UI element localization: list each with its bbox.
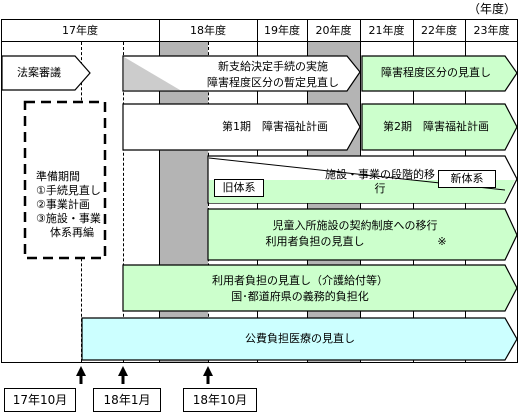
grid-line: [159, 42, 160, 362]
benefit-label-2: 障害程度区分の暫定見直し: [207, 76, 339, 89]
year-label-19: 19年度: [264, 24, 300, 37]
year-label-22: 22年度: [421, 24, 457, 37]
header-divider: [413, 19, 414, 42]
plan-1-arrow: [122, 103, 361, 151]
header-divider: [159, 19, 160, 42]
care-label-1: 利用者負担の見直し（介護給付等）: [212, 274, 388, 287]
legislation-arrow: [1, 55, 91, 91]
benefit-label-1: 新支給決定手続の実施: [218, 60, 328, 73]
old-system-tag: 旧体系: [214, 179, 264, 197]
timeline-area: [1, 41, 518, 363]
medical-label: 公費負担医療の見直し: [245, 332, 355, 345]
guide-18-01: [123, 42, 124, 362]
arrow-up-18-10: [203, 366, 213, 376]
transition-label: 施設・事業の段階的移行: [325, 168, 435, 195]
year-label-17: 17年度: [62, 24, 98, 37]
new-system-tag: 新体系: [438, 170, 496, 188]
year-label-23: 23年度: [473, 24, 510, 37]
benefit-arrow: [122, 55, 361, 92]
prep-item-2: ②事業計画: [36, 198, 90, 211]
legislation-label: 法案審議: [17, 66, 61, 79]
plan-2-arrow: [361, 103, 518, 151]
prep-item-3: ③施設・事業: [36, 212, 101, 225]
arrow-up-18-01: [118, 366, 128, 376]
child-arrow: [207, 208, 518, 261]
prep-item-1: ①手続見直し: [36, 184, 101, 197]
care-arrow: [122, 264, 518, 312]
date-18-01: 18年1月: [93, 388, 161, 412]
year-label-21: 21年度: [368, 24, 405, 37]
benefit-next-label: 障害程度区分の見直し: [381, 66, 491, 79]
prep-period-box: [23, 100, 107, 260]
benefit-triangle: [124, 57, 180, 90]
benefit-next-arrow: [361, 55, 518, 92]
plan-1-label: 第1期 障害福祉計画: [222, 120, 328, 133]
prep-item-3-cont: 体系再編: [50, 226, 94, 239]
year-label-20: 20年度: [315, 24, 352, 37]
header-divider: [360, 19, 361, 42]
date-17-10: 17年10月: [4, 388, 76, 412]
header-divider: [465, 19, 466, 42]
child-label-1: 児童入所施設の契約制度への移行: [272, 219, 438, 232]
header-divider: [307, 19, 308, 42]
medical-arrow: [81, 317, 518, 361]
plan-2-label: 第2期 障害福祉計画: [383, 120, 489, 133]
year-label-18: 18年度: [190, 24, 226, 37]
arrow-up-17-10: [76, 366, 86, 376]
child-label-2: 利用者負担の見直し: [265, 235, 365, 248]
date-18-10: 18年10月: [183, 388, 257, 412]
header-divider: [257, 19, 258, 42]
unit-label: （年度）: [468, 2, 517, 16]
child-note: ※: [437, 235, 447, 248]
care-label-2: 国･都道府県の義務的負担化: [231, 290, 369, 303]
prep-title: 準備期間: [36, 170, 80, 183]
